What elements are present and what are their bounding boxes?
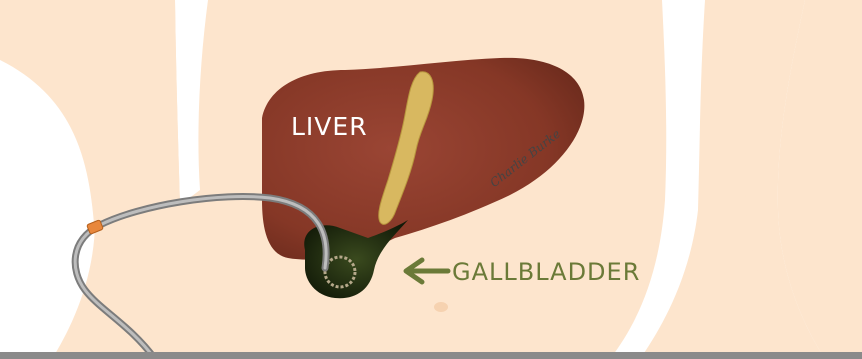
bottom-bar xyxy=(0,352,862,359)
gallbladder-label: GALLBLADDER xyxy=(452,258,640,286)
navel xyxy=(434,302,448,312)
liver-label: LIVER xyxy=(291,112,368,141)
